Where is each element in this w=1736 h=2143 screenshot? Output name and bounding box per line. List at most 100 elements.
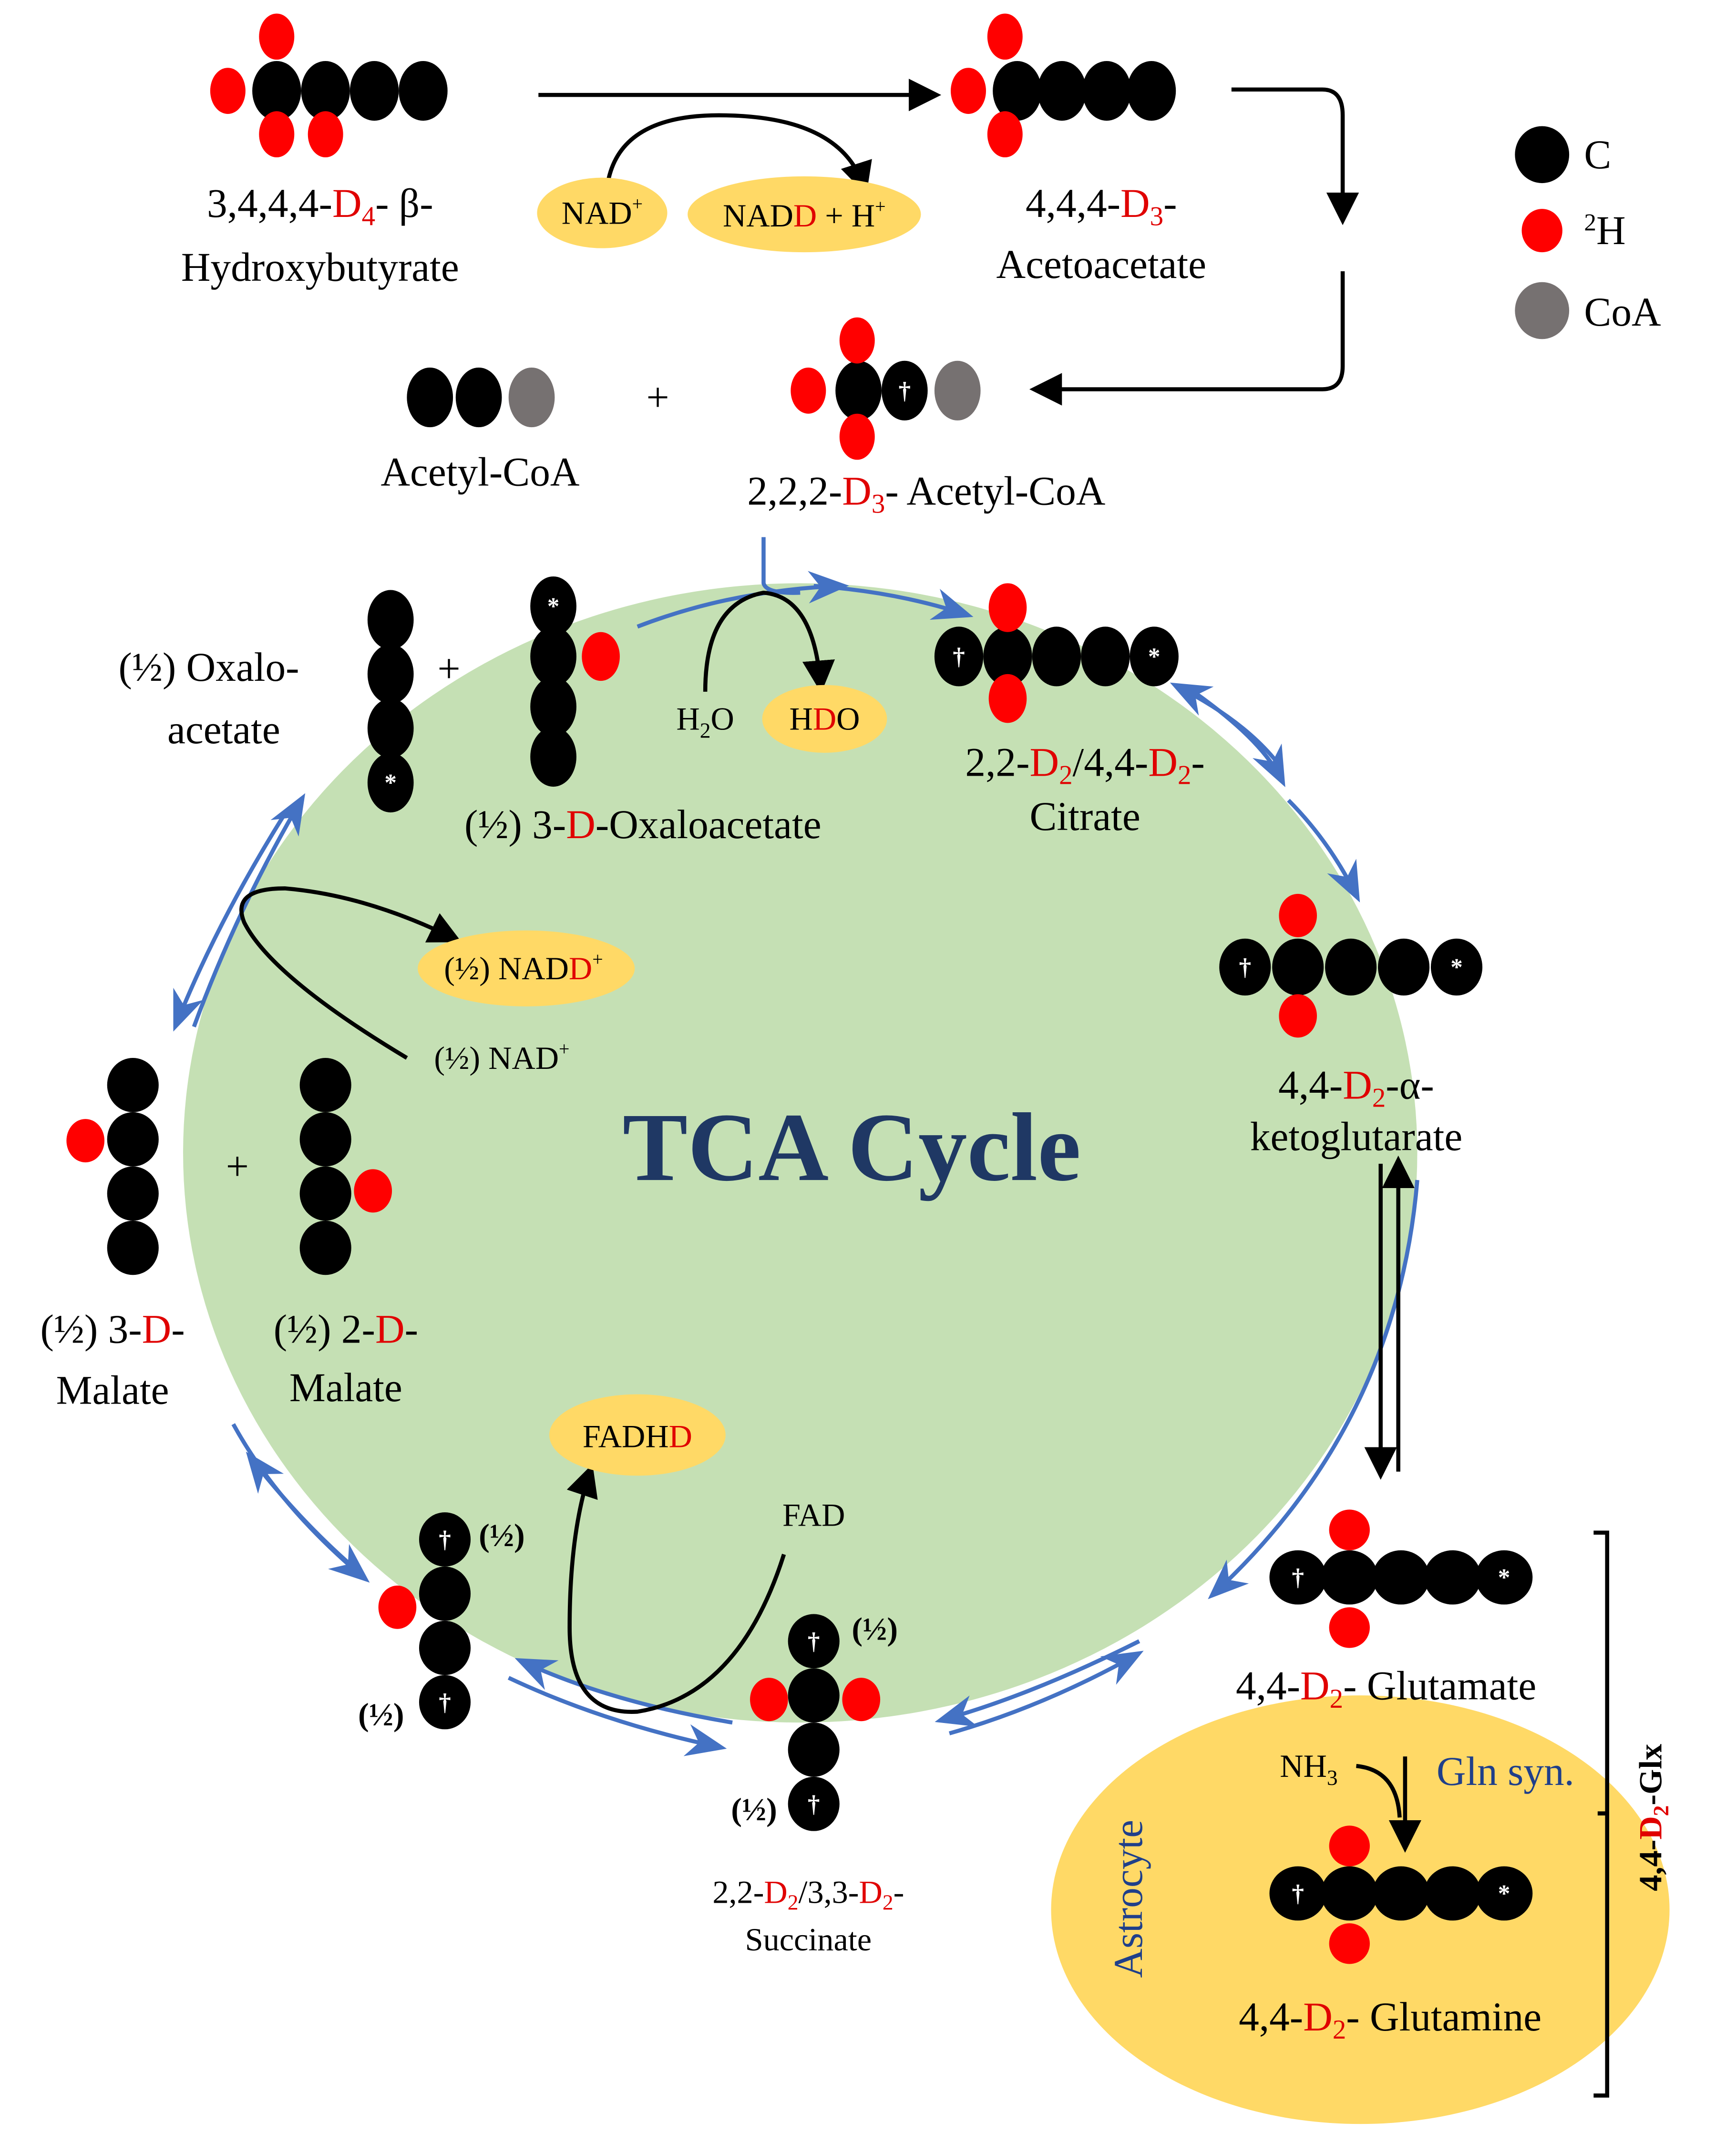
dagger-marker: † [439,1689,451,1716]
legend-deuterium-icon [1521,209,1562,253]
glutamine-carbon-atom [1321,1866,1378,1921]
citrate-carbon-atom [1130,626,1179,687]
glutamate-carbon-atom [1424,1550,1481,1605]
dagger-marker: † [439,1526,451,1553]
glutamate-deuterium-atom [1329,1509,1370,1550]
cycle-arrow-fum-back [507,1676,727,1756]
acetyl-coa-carbon-atom [455,367,502,428]
malate3-carbon-atom [107,1058,159,1112]
half-nad-text: (½) NAD+ [434,1038,569,1076]
malate2-label-line1: (½) 2-D- [274,1307,418,1352]
citrate-carbon-atom [1081,626,1130,687]
acac-carbon-atom [1082,61,1131,121]
malate2-carbon-atom [299,1058,351,1112]
akg-carbon-atom [1325,938,1377,996]
acetoacetate-label-line2: Acetoacetate [996,242,1206,287]
asterisk-marker: * [384,769,397,797]
malate2-carbon-atom [299,1112,351,1167]
akg-label-line1: 4,4-D2-α- [1278,1063,1434,1113]
glx-label: 4,4-D2-Glx [1633,1744,1673,1891]
oxaloacetate-carbon-atom [367,752,414,813]
fumarate-half-bottom: (½) [358,1696,404,1733]
citrate-label-line2: Citrate [1030,794,1140,839]
bhb-deuterium-atom [259,13,295,60]
molecule-atoms: †**†*†*†††††*†* [66,13,1533,1964]
glutamate-carbon-atom [1372,1550,1430,1605]
half-nadd-text: (½) NADD+ [444,949,603,986]
d-oxaloacetate-label: (½) 3-D-Oxaloacetate [464,802,822,847]
plus-acetyl: + [647,375,669,420]
astrocyte-label: Astrocyte [1106,1820,1151,1978]
akg-carbon-atom [1378,938,1430,996]
malate3-carbon-atom [107,1166,159,1221]
malate3-label-line1: (½) 3-D- [40,1307,185,1352]
malate3-label-line2: Malate [56,1368,169,1413]
asterisk-marker: * [1498,1880,1510,1907]
d3-acetyl-coa-carbon-atom [881,360,928,420]
akg-carbon-atom [1430,938,1483,996]
nadd-text: NADD + H+ [723,196,886,234]
acac-deuterium-atom [951,68,986,114]
cycle-arrow-succ-back [948,1651,1144,1735]
acac-deuterium-atom [987,13,1023,60]
asterisk-marker: * [1450,954,1463,981]
oxaloacetate-carbon-atom [367,590,414,650]
dagger-marker: † [899,377,911,404]
glutamine-deuterium-atom [1329,1923,1370,1964]
oxaloacetate-carbon-atom [367,698,414,759]
nad-ellipse [537,177,668,248]
arrow-h2o-to-hdo [703,590,835,693]
cycle-arrow-oaa-citrate-2 [813,584,974,620]
nad-text: NAD+ [562,194,643,231]
succinate-half-bottom: (½) [731,1791,777,1827]
acac-carbon-atom [1127,61,1176,121]
fumarate-carbon-atom [419,1620,471,1675]
cycle-arrow-succ-fum [514,1658,733,1725]
glutamine-carbon-atom [1424,1866,1481,1921]
dagger-marker: † [1239,954,1251,981]
arrow-nad-to-nadd-half [239,886,462,1060]
bhb-deuterium-atom [259,111,295,158]
asterisk-marker: * [1148,643,1161,670]
oxaloacetate-label-line1: (½) Oxalo- [119,645,299,690]
akg-carbon-atom [1219,938,1271,996]
succinate-deuterium-atom [842,1678,881,1722]
dagger-marker: † [1292,1564,1304,1591]
h2o-text: H2O [676,701,734,743]
akg-label-line2: ketoglutarate [1250,1115,1462,1159]
arrow-acac-to-acetylcoa-bottom [1029,271,1345,406]
dagger-marker: † [953,643,965,670]
legend-carbon-icon [1515,126,1570,184]
glutamate-deuterium-atom [1329,1607,1370,1648]
nh3-text: NH3 [1280,1748,1337,1790]
d3-acetyl-coa-deuterium-atom [839,413,875,460]
asterisk-marker: * [547,593,560,620]
cycle-arrow-oaa-citrate [637,571,849,629]
cycle-arrow-akg [1287,799,1360,902]
bhb-label-line2: Hydroxybutyrate [181,245,459,290]
d3-acetyl-coa-deuterium-atom [839,317,875,364]
citrate-deuterium-atom [988,674,1027,723]
malate2-deuterium-atom [354,1169,392,1213]
d-oxaloacetate-carbon-atom [530,626,576,687]
glutamine-label: 4,4-D2- Glutamine [1239,1995,1541,2045]
citrate-carbon-atom [1032,626,1081,687]
succinate-carbon-atom [788,1776,840,1831]
glutamine-carbon-atom [1372,1866,1430,1921]
fadhd-ellipse [549,1394,726,1476]
reaction-arrows [239,79,1422,1853]
bhb-carbon-atom [252,61,301,121]
malate2-carbon-atom [299,1220,351,1275]
succinate-label-line1: 2,2-D2/3,3-D2- [712,1874,904,1914]
citrate-carbon-atom [934,626,984,687]
malate3-deuterium-atom [66,1119,105,1163]
d3-acetyl-coa-label: 2,2,2-D3- Acetyl-CoA [747,469,1105,519]
arrow-fad-to-fadhd [566,1464,786,1714]
legend-coa-label: CoA [1584,290,1661,335]
acac-carbon-atom [1037,61,1087,121]
succinate-half-top: (½) [852,1611,898,1647]
fumarate-carbon-atom [419,1512,471,1567]
succinate-label-line2: Succinate [745,1921,872,1958]
succinate-carbon-atom [788,1723,840,1777]
acetoacetate-label-line1: 4,4,4-D3- [1026,181,1177,231]
